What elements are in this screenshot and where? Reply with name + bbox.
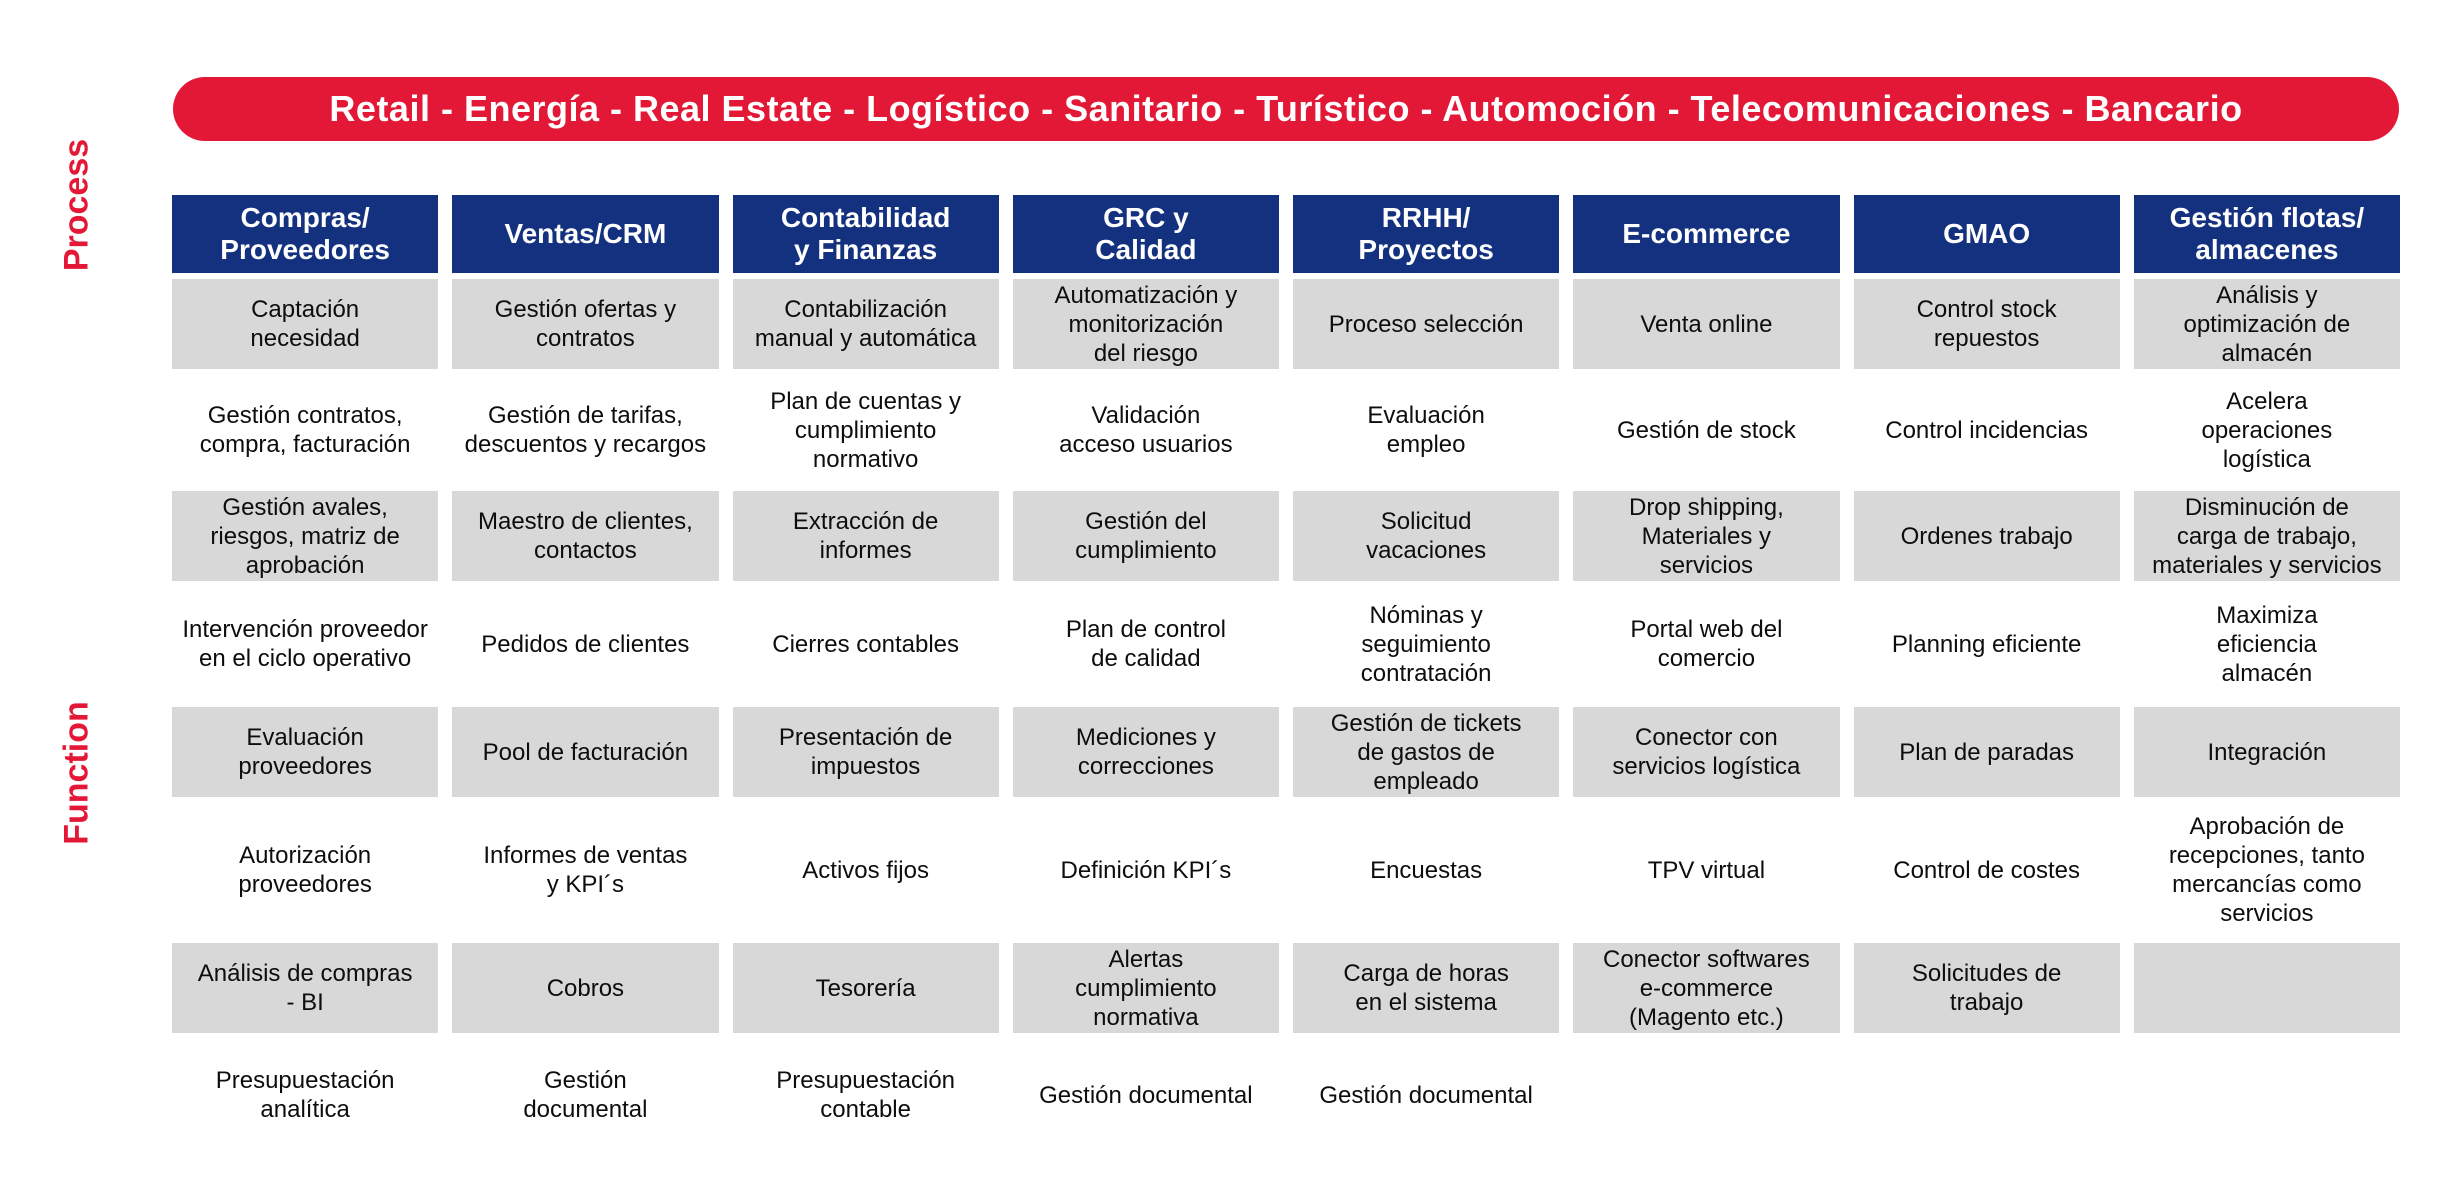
column-header-contabilidad-finanzas: Contabilidad y Finanzas [732,195,999,273]
matrix-cell: Solicitud vacaciones [1293,491,1560,581]
process-function-matrix: Compras/ Proveedores Captación necesidad… [172,195,2400,1157]
matrix-cell: Gestión documental [523,1067,648,1123]
matrix-cell: Análisis y optimización de almacén [2133,279,2400,369]
matrix-cell: Planning eficiente [1891,630,2082,658]
matrix-cell: Intervención proveedor en el ciclo opera… [182,616,428,672]
matrix-cell: Automatización y monitorización del ries… [1012,279,1279,369]
process-axis-label: Process [57,138,96,272]
matrix-cell: Captación necesidad [172,279,439,369]
matrix-cell: Cobros [452,943,719,1033]
matrix-cell: Mediciones y correcciones [1012,707,1279,797]
matrix-cell: Evaluación empleo [1367,402,1485,458]
matrix-cell: Drop shipping, Materiales y servicios [1573,491,1840,581]
column-header-gestion-flotas-almacenes: Gestión flotas/ almacenes [2133,195,2400,273]
matrix-cell: Acelera operaciones logística [2201,387,2333,473]
matrix-cell: Gestión de tickets de gastos de empleado [1293,707,1560,797]
column-header-grc-calidad: GRC y Calidad [1012,195,1279,273]
matrix-cell: Tesorería [732,943,999,1033]
matrix-cell: Integración [2133,707,2400,797]
function-axis-label: Function [57,701,96,845]
matrix-cell: Pool de facturación [452,707,719,797]
matrix-cell: Presupuestación analítica [215,1067,395,1123]
matrix-cell: Informes de ventas y KPI´s [483,842,688,898]
matrix-cell: Autorización proveedores [238,842,372,898]
matrix-cell: Gestión avales, riesgos, matriz de aprob… [172,491,439,581]
matrix-cell: Presupuestación contable [776,1067,956,1123]
matrix-cell: Pedidos de clientes [481,630,690,658]
matrix-cell: Ordenes trabajo [1853,491,2120,581]
matrix-cell: Maestro de clientes, contactos [452,491,719,581]
column-ventas-crm: Ventas/CRM Gestión ofertas y contratos G… [452,195,719,1157]
matrix-cell: Disminución de carga de trabajo, materia… [2133,491,2400,581]
matrix-cell: Solicitudes de trabajo [1853,943,2120,1033]
matrix-cell: Control stock repuestos [1853,279,2120,369]
matrix-cell: Conector con servicios logística [1573,707,1840,797]
matrix-cell: Gestión ofertas y contratos [452,279,719,369]
matrix-cell: Evaluación proveedores [172,707,439,797]
industries-banner: Retail - Energía - Real Estate - Logísti… [173,77,2399,141]
matrix-cell: Plan de control de calidad [1065,616,1226,672]
column-compras-proveedores: Compras/ Proveedores Captación necesidad… [172,195,439,1157]
column-header-ecommerce: E-commerce [1573,195,1840,273]
matrix-cell: Definición KPI´s [1060,856,1232,884]
matrix-cell: Conector softwares e-commerce (Magento e… [1573,943,1840,1033]
column-header-ventas-crm: Ventas/CRM [452,195,719,273]
matrix-cell-empty [2133,943,2400,1033]
column-gestion-flotas-almacenes: Gestión flotas/ almacenes Análisis y opt… [2133,195,2400,1157]
matrix-cell: Alertas cumplimiento normativa [1012,943,1279,1033]
matrix-cell: Contabilización manual y automática [732,279,999,369]
column-grc-calidad: GRC y Calidad Automatización y monitoriz… [1012,195,1279,1157]
matrix-cell: Proceso selección [1293,279,1560,369]
matrix-cell: Plan de cuentas y cumplimiento normativo [770,387,962,473]
matrix-cell: Carga de horas en el sistema [1293,943,1560,1033]
matrix-cell: Encuestas [1370,856,1483,884]
matrix-cell: Cierres contables [772,630,959,658]
matrix-cell: Gestión documental [1319,1081,1533,1109]
matrix-cell: Gestión documental [1039,1081,1253,1109]
matrix-cell: Gestión contratos, compra, facturación [199,402,411,458]
column-header-rrhh-proyectos: RRHH/ Proyectos [1293,195,1560,273]
matrix-cell: Control de costes [1893,856,2080,884]
column-rrhh-proyectos: RRHH/ Proyectos Proceso selección Evalua… [1293,195,1560,1157]
column-ecommerce: E-commerce Venta online Gestión de stock… [1573,195,1840,1157]
matrix-cell: Extracción de informes [732,491,999,581]
matrix-cell: Plan de paradas [1853,707,2120,797]
matrix-cell: Portal web del comercio [1630,616,1783,672]
column-contabilidad-finanzas: Contabilidad y Finanzas Contabilización … [732,195,999,1157]
matrix-cell: Gestión de stock [1616,416,1796,444]
matrix-cell: Gestión de tarifas, descuentos y recargo… [464,402,707,458]
matrix-cell: Maximiza eficiencia almacén [2216,601,2318,687]
column-header-gmao: GMAO [1853,195,2120,273]
matrix-cell: Nóminas y seguimiento contratación [1360,601,1492,687]
column-gmao: GMAO Control stock repuestos Control inc… [1853,195,2120,1157]
matrix-cell: Venta online [1573,279,1840,369]
industries-banner-text: Retail - Energía - Real Estate - Logísti… [329,88,2243,129]
matrix-cell: Validación acceso usuarios [1059,402,1233,458]
matrix-cell: Análisis de compras - BI [172,943,439,1033]
matrix-cell: Aprobación de recepciones, tanto mercanc… [2168,813,2365,927]
matrix-cell: Gestión del cumplimiento [1012,491,1279,581]
matrix-cell: Activos fijos [802,856,929,884]
matrix-cell: TPV virtual [1647,856,1766,884]
matrix-cell: Presentación de impuestos [732,707,999,797]
matrix-cell: Control incidencias [1885,416,2089,444]
column-header-compras-proveedores: Compras/ Proveedores [172,195,439,273]
